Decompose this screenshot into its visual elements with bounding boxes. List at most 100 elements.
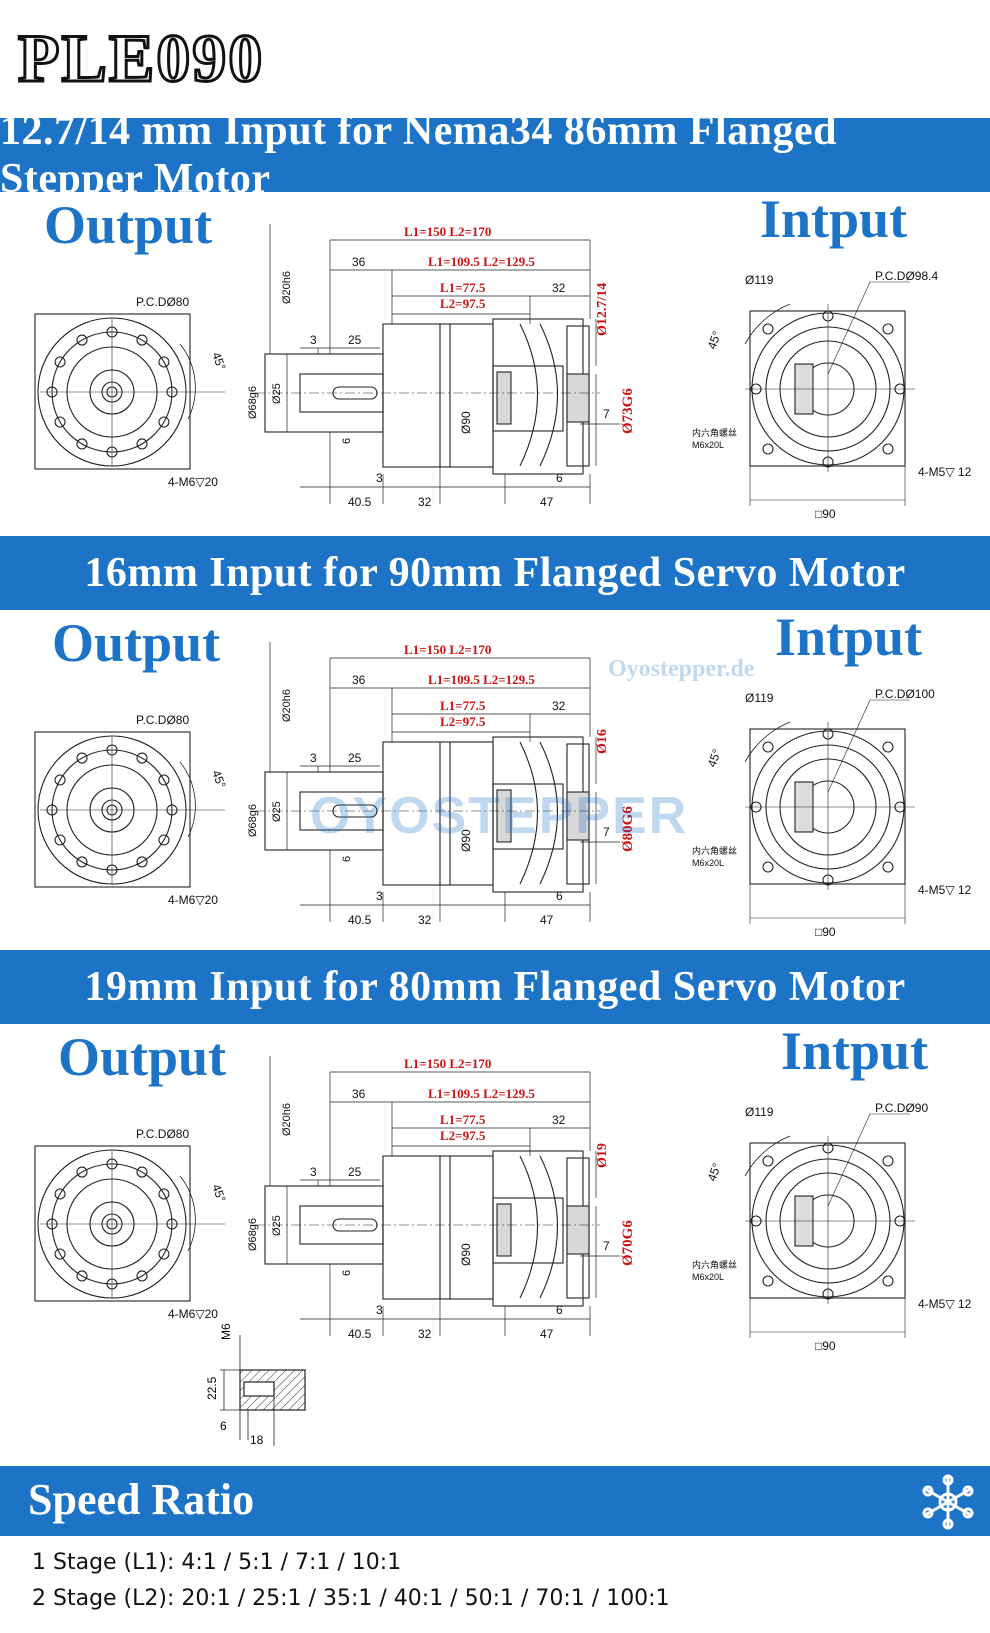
dim-3: 3	[310, 1165, 317, 1179]
output-holes: 4-M6▽20	[168, 475, 218, 489]
product-title: PLE090	[16, 20, 265, 96]
dim-overall: L1=150 L2=170	[404, 224, 491, 239]
input-screw-cn: 内六角螺丝	[692, 427, 737, 438]
output-pcd: P.C.DØ80	[136, 295, 189, 309]
output-bolt-hole	[76, 1166, 88, 1178]
input-bolt-hole	[882, 861, 894, 873]
output-holes: 4-M6▽20	[168, 893, 218, 907]
dim-32-top: 32	[552, 699, 566, 713]
input-screw-cn: 内六角螺丝	[692, 845, 737, 856]
dim-shaft-25: Ø25	[271, 1215, 283, 1236]
dim-36: 36	[352, 255, 366, 269]
output-bolt-hole	[76, 856, 88, 868]
output-bolt-hole	[136, 856, 148, 868]
dim-7: 7	[603, 1239, 610, 1253]
dim-bottom-3: 3	[376, 1303, 383, 1317]
output-bolt-hole	[136, 752, 148, 764]
output-bolt-hole	[158, 356, 170, 368]
dim-key-6: 6	[341, 856, 353, 862]
output-bolt-hole	[54, 774, 66, 786]
keyway-22-5: 22.5	[205, 1376, 219, 1400]
dim-25: 25	[348, 751, 362, 765]
output-pcd: P.C.DØ80	[136, 713, 189, 727]
output-bolt-hole	[76, 334, 88, 346]
dim-3: 3	[310, 751, 317, 765]
input-bolt-hole	[762, 741, 774, 753]
output-label: Output	[58, 1027, 227, 1087]
dim-shaft-dia: Ø20h6	[281, 689, 293, 722]
input-angle: 45°	[705, 1161, 724, 1183]
input-angle: 45°	[705, 329, 724, 351]
dim-shaft-25: Ø25	[271, 801, 283, 822]
speed-ratio-stage1: 1 Stage (L1): 4:1 / 5:1 / 7:1 / 10:1	[32, 1550, 402, 1575]
input-bolt-hole	[882, 1155, 894, 1167]
output-bolt-hole	[54, 356, 66, 368]
input-bolt-hole	[762, 861, 774, 873]
dim-bottom-6: 6	[556, 889, 563, 903]
output-angle: 45°	[209, 350, 228, 372]
dim-input-bore: Ø16	[595, 729, 610, 754]
input-bolt-hole	[762, 1155, 774, 1167]
dim-bottom-6: 6	[556, 471, 563, 485]
dim-3: 3	[310, 333, 317, 347]
dim-bottom-47: 47	[540, 1327, 554, 1341]
dim-input-pilot: Ø70G6	[620, 1220, 636, 1266]
dim-bottom-6: 6	[556, 1303, 563, 1317]
dim-body-90: Ø90	[459, 1243, 473, 1266]
output-angle: 45°	[209, 1182, 228, 1204]
snowflake-icon	[922, 1474, 974, 1530]
speed-ratio-heading: Speed Ratio	[28, 1475, 255, 1524]
output-bolt-hole	[54, 416, 66, 428]
dim-25: 25	[348, 333, 362, 347]
dim-bottom-40-5: 40.5	[348, 1327, 372, 1341]
output-bolt-hole	[158, 1188, 170, 1200]
dim-32-top: 32	[552, 1113, 566, 1127]
dim-bottom-3: 3	[376, 889, 383, 903]
dim-input-pilot: Ø73G6	[620, 388, 636, 434]
dim-7: 7	[603, 825, 610, 839]
dim-shaft-25: Ø25	[271, 383, 283, 404]
input-holes: 4-M5▽ 12	[918, 883, 972, 897]
dim-stage2: L2=97.5	[440, 1128, 486, 1143]
input-bolt-hole	[762, 443, 774, 455]
dim-bottom-3: 3	[376, 471, 383, 485]
technical-drawing-1: P.C.DØ80 45° 4-M6▽20 L1=150 L2=170L1=109.5 …	[34, 224, 972, 521]
output-bolt-hole	[136, 438, 148, 450]
dim-body: L1=109.5 L2=129.5	[428, 672, 535, 687]
input-bolt-hole	[882, 443, 894, 455]
input-angle: 45°	[705, 747, 724, 769]
output-bolt-hole	[136, 1270, 148, 1282]
input-holes: 4-M5▽ 12	[918, 1297, 972, 1311]
section-heading-1: 12.7/14 mm Input for Nema34 86mm Flanged…	[0, 108, 990, 202]
dim-25: 25	[348, 1165, 362, 1179]
input-screw-cn: 内六角螺丝	[692, 1259, 737, 1270]
output-bolt-hole	[76, 438, 88, 450]
input-bolt-hole	[882, 741, 894, 753]
dim-key-6: 6	[341, 1270, 353, 1276]
input-dia-119: Ø119	[745, 691, 774, 705]
input-label: Intput	[760, 189, 908, 249]
output-bolt-hole	[136, 334, 148, 346]
dim-32-top: 32	[552, 281, 566, 295]
dim-shaft-dia: Ø20h6	[281, 271, 293, 304]
dim-pilot-68: Ø68g6	[247, 804, 259, 837]
shaft-keyway-detail: M6 22.5 6 18	[205, 1323, 306, 1447]
dim-36: 36	[352, 1087, 366, 1101]
output-label: Output	[44, 195, 213, 255]
keyway-m6: M6	[219, 1323, 233, 1340]
input-pcd: P.C.DØ90	[875, 1101, 928, 1115]
dim-stage1: L1=77.5	[440, 280, 486, 295]
dim-bottom-47: 47	[540, 495, 554, 509]
input-label: Intput	[775, 607, 923, 667]
dim-bottom-32: 32	[418, 495, 432, 509]
output-bolt-hole	[158, 774, 170, 786]
dim-pilot-68: Ø68g6	[247, 1218, 259, 1251]
dim-stage2: L2=97.5	[440, 714, 486, 729]
output-bolt-hole	[158, 416, 170, 428]
output-bolt-hole	[158, 1248, 170, 1260]
dim-body: L1=109.5 L2=129.5	[428, 254, 535, 269]
dim-input-pilot: Ø80G6	[620, 806, 636, 852]
dim-bottom-47: 47	[540, 913, 554, 927]
dim-key-6: 6	[341, 438, 353, 444]
